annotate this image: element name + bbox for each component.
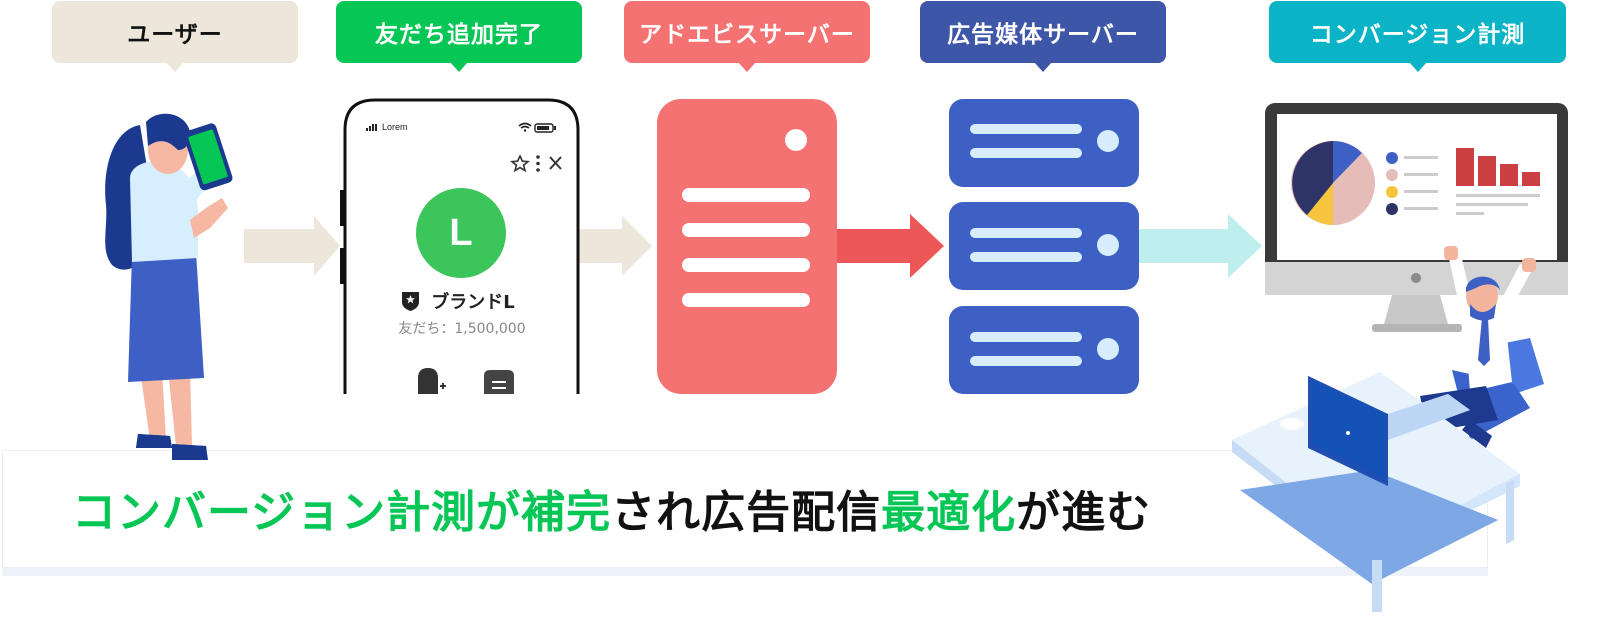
star-icon[interactable] [509,154,531,173]
brand-name: ブランドL [400,288,524,314]
smartphone [340,98,580,394]
stage-label-friend-added: 友だち追加完了 [336,1,582,72]
arrow-media-to-conversion [1138,214,1262,278]
wifi-icon [518,122,532,132]
more-icon[interactable] [536,155,540,172]
user-illustration [105,113,233,460]
stage-label-media-server-text: 広告媒体サーバー [947,22,1139,48]
analytics-monitor [1265,103,1568,332]
headline-part-4: が進む [1016,487,1152,538]
stage-label-media-server: 広告媒体サーバー [920,1,1166,72]
stage-label-user: ユーザー [52,1,298,72]
signal-icon [366,124,377,131]
media-server-stack [949,99,1139,394]
headline-part-1: コンバージョン計測が補完 [72,487,612,538]
headline-part-2: され広告配信 [611,487,882,538]
phone-status-label: Lorem [382,122,408,132]
brand-name-text: ブランドL [431,292,515,313]
friends-count: 友だち：1,500,000 [398,321,526,337]
stage-label-friend-added-text: 友だち追加完了 [375,22,543,48]
headline: コンバージョン計測が補完され広告配信最適化が進む [72,476,1151,540]
close-icon[interactable] [549,156,562,170]
battery-icon [534,123,556,133]
stage-label-adebis-server: アドエビスサーバー [624,1,870,72]
arrow-phone-to-adebis [578,216,652,276]
stage-label-adebis-server-text: アドエビスサーバー [639,22,855,48]
stage-label-conversion: コンバージョン計測 [1269,1,1566,72]
stage-label-conversion-text: コンバージョン計測 [1309,22,1526,48]
arrow-user-to-phone [244,216,340,276]
adebis-server [657,99,837,394]
stage-label-user-text: ユーザー [127,22,223,48]
add-friend-icon[interactable] [418,368,446,394]
menu-icon[interactable] [484,370,514,394]
brand-avatar-letter: L [449,211,473,254]
headline-part-3: 最適化 [881,487,1017,538]
brand-avatar [416,188,506,278]
arrow-adebis-to-media [836,214,944,278]
